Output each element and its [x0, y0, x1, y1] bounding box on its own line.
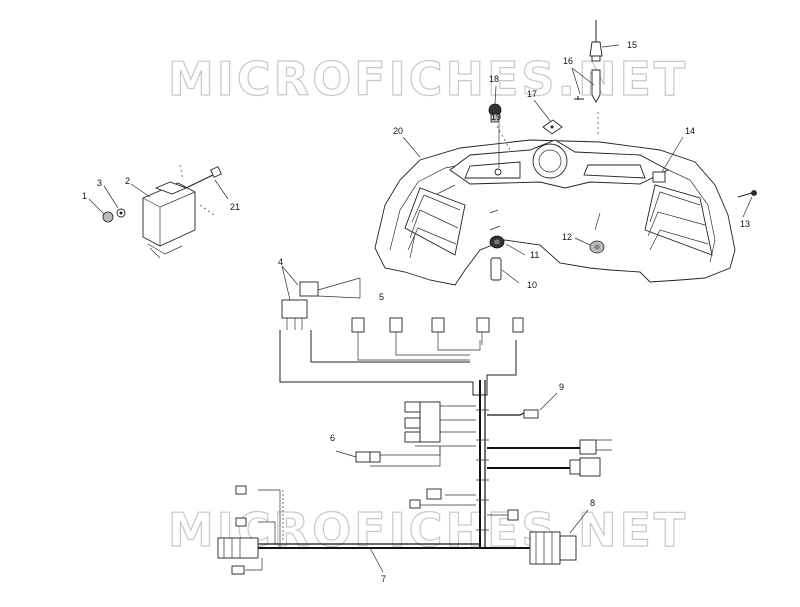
callout-5: 5: [379, 292, 384, 302]
callout-19: 19: [491, 112, 501, 122]
callout-2: 2: [125, 176, 130, 186]
dash-small-parts: [488, 20, 757, 281]
connector-7: [217, 537, 259, 559]
plug-part: [490, 257, 502, 281]
callout-9: 9: [559, 382, 564, 392]
callout-3: 3: [97, 178, 102, 188]
nut-part: [102, 211, 114, 223]
callout-11: 11: [530, 250, 539, 260]
callout-8: 8: [590, 498, 595, 508]
callout-7: 7: [381, 574, 386, 584]
connector-8: [529, 531, 561, 565]
regulator-assembly: [102, 164, 222, 259]
watermark-top: MICROFICHES.NET: [168, 52, 688, 106]
callout-20: 20: [393, 126, 403, 136]
callout-6: 6: [330, 433, 335, 443]
wiring-harness: [217, 277, 612, 575]
callout-16: 16: [563, 56, 573, 66]
callout-14: 14: [685, 126, 695, 136]
callout-17: 17: [527, 89, 537, 99]
callout-4: 4: [278, 257, 283, 267]
bolt-part: [185, 173, 216, 189]
callout-1: 1: [82, 191, 87, 201]
callout-10: 10: [527, 280, 537, 290]
callout-13: 13: [740, 219, 750, 229]
connector-4: [299, 281, 319, 297]
leader-lines: [88, 44, 753, 573]
callout-15: 15: [627, 40, 637, 50]
callout-21: 21: [230, 202, 240, 212]
callout-12: 12: [562, 232, 572, 242]
callout-labels: 1 3 2 21 4 5 6 7 8 9 10 11 12 13 14 15 1…: [82, 40, 750, 584]
callout-18: 18: [489, 74, 499, 84]
dash-pod-assembly: [374, 139, 736, 286]
indicator-part: [652, 171, 666, 183]
